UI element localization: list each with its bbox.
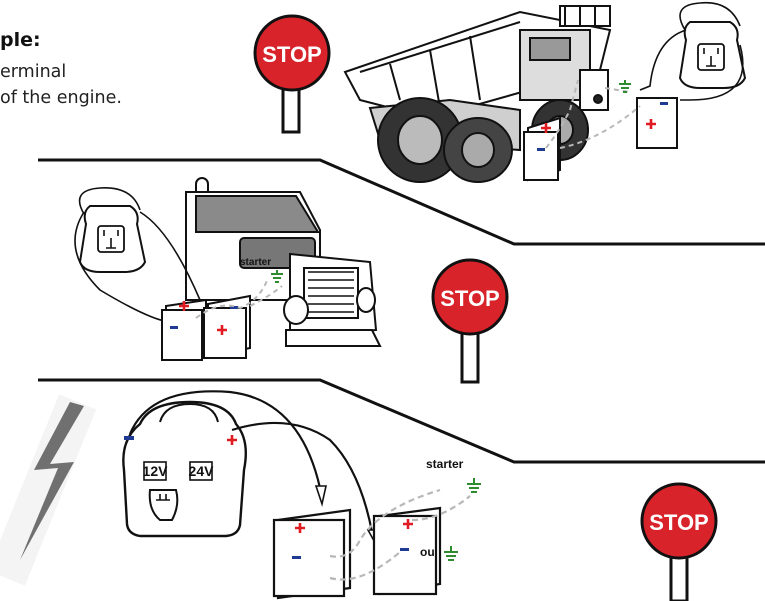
ground-symbol-icon (444, 546, 458, 561)
lightning-bolt-icon (0, 394, 97, 586)
dump-truck-illustration (343, 5, 612, 183)
semi-truck-illustration (185, 177, 382, 347)
booster-cable (231, 421, 374, 533)
booster-pack-icon (78, 187, 147, 273)
booster-cable (74, 211, 171, 323)
booster-voltage-12v: 12V (143, 463, 169, 479)
instruction-line-1: erminal (0, 62, 67, 82)
stop-sign-icon: STOP (431, 258, 509, 384)
booster-pack-icon (678, 1, 747, 89)
instruction-heading: ple: (0, 29, 41, 51)
divider-line-bottom (38, 378, 765, 464)
booster-voltage-24v: 24V (189, 463, 215, 479)
stop-sign-icon: STOP (640, 482, 718, 601)
starter-label: starter (426, 457, 464, 471)
battery-cable (329, 488, 471, 581)
battery-icon (636, 97, 678, 149)
divider-line-top (38, 158, 765, 246)
starter-label: starter (240, 257, 271, 268)
booster-cable (639, 29, 687, 91)
battery-icon (203, 294, 251, 359)
booster-cable (128, 390, 322, 489)
battery-icon (523, 116, 561, 182)
battery-clamp (314, 485, 327, 507)
ground-symbol-icon (619, 80, 631, 93)
ground-symbol-icon (271, 270, 283, 283)
stop-sign-label: STOP (262, 42, 322, 67)
battery-icon (372, 506, 442, 596)
booster-pack-icon: 12V 24V (122, 400, 247, 538)
instruction-line-2: of the engine. (0, 88, 122, 108)
or-label: ou (420, 545, 435, 559)
stop-sign-label: STOP (440, 286, 500, 311)
booster-cable (139, 211, 213, 319)
battery-icon (161, 298, 207, 361)
stop-sign-label: STOP (649, 510, 709, 535)
battery-icon (272, 508, 352, 600)
battery-cable (195, 277, 283, 319)
stop-sign-icon: STOP (253, 14, 331, 134)
ground-symbol-icon (467, 478, 481, 493)
booster-cable (680, 44, 744, 101)
